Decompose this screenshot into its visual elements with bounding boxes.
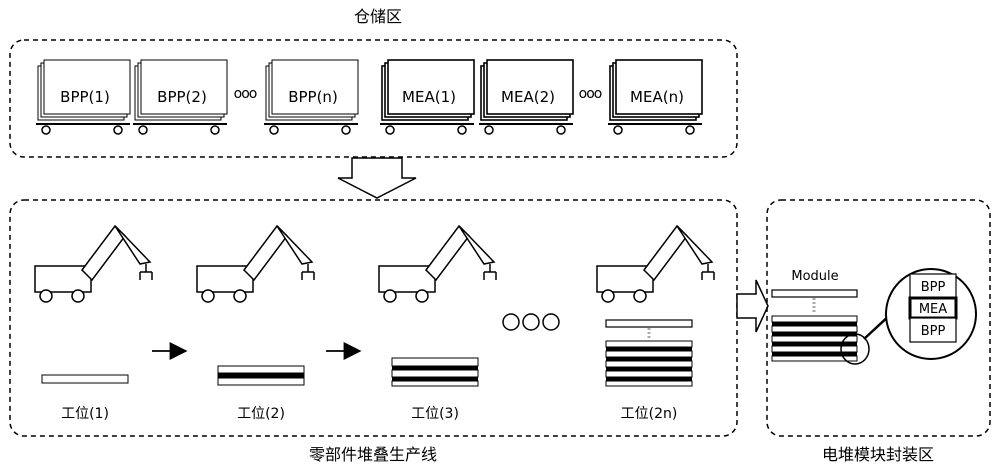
packaging-zone-border xyxy=(766,199,991,437)
rack-label: BPP(2) xyxy=(157,88,207,106)
storage-rack-mea-n: MEA(n) xyxy=(608,59,703,135)
module-stack xyxy=(771,289,858,362)
robot-icon xyxy=(596,224,715,303)
module-label: Module xyxy=(791,269,838,284)
station-2-stack xyxy=(217,365,305,386)
storage-zone-border xyxy=(9,39,738,158)
ellipsis-bpp: ooo xyxy=(234,86,257,102)
layer-label: BPP xyxy=(921,324,946,339)
production-line-zone-border xyxy=(9,199,738,437)
rack-label: MEA(n) xyxy=(630,88,684,106)
station-label: 工位(2n) xyxy=(621,406,678,422)
layer-label: MEA xyxy=(919,302,947,317)
rack-label: BPP(n) xyxy=(288,88,338,106)
down-arrow-icon xyxy=(337,157,417,199)
station-label: 工位(1) xyxy=(61,406,109,422)
rack-label: MEA(2) xyxy=(501,88,555,106)
station-label: 工位(2) xyxy=(237,406,285,422)
layer-label: BPP xyxy=(921,280,946,295)
storage-rack-mea-1: MEA(1) xyxy=(380,59,475,135)
storage-rack-bpp-n: BPP(n) xyxy=(264,59,359,135)
storage-title: 仓储区 xyxy=(354,7,402,26)
ellipsis-mea: ooo xyxy=(579,86,602,102)
storage-rack-mea-2: MEA(2) xyxy=(479,59,574,135)
right-arrow-icon xyxy=(736,279,769,333)
station-2n-stack xyxy=(605,319,693,387)
robot-icon xyxy=(196,224,315,303)
robot-icon xyxy=(34,224,153,303)
production-line-title: 零部件堆叠生产线 xyxy=(309,445,437,464)
robot-icon xyxy=(378,224,497,303)
rack-label: MEA(1) xyxy=(402,88,456,106)
station-1-stack xyxy=(41,374,129,384)
ellipsis-dot xyxy=(542,313,560,331)
storage-rack-bpp-1: BPP(1) xyxy=(36,59,131,135)
rack-label: BPP(1) xyxy=(60,88,110,106)
storage-rack-bpp-2: BPP(2) xyxy=(133,59,228,135)
ellipsis-dot xyxy=(502,313,520,331)
station-3-stack xyxy=(391,357,479,387)
zoom-highlight-ellipse xyxy=(840,333,870,365)
packaging-title: 电堆模块封装区 xyxy=(822,445,934,464)
station-label: 工位(3) xyxy=(411,406,459,422)
ellipsis-dot xyxy=(522,313,540,331)
layer-detail: BPP MEA BPP xyxy=(908,273,958,343)
